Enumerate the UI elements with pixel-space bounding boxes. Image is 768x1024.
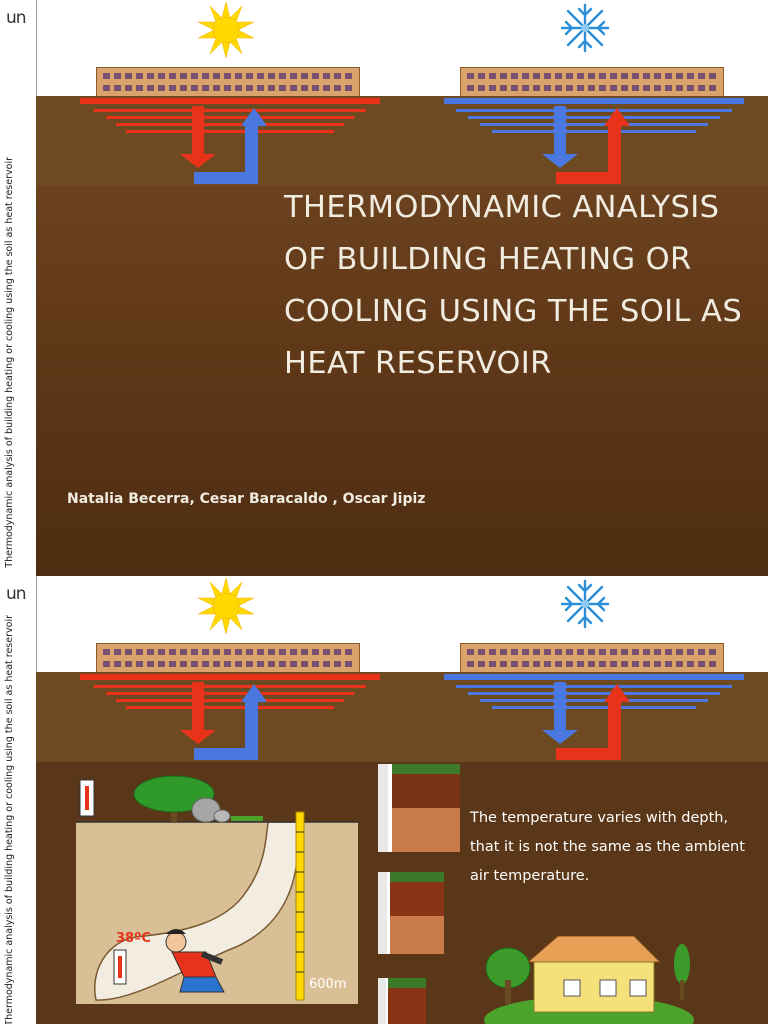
body-text: The temperature varies with depth, that …: [470, 810, 745, 884]
side-caption: Thermodynamic analysis of building heati…: [4, 157, 15, 568]
building-icon: [96, 67, 360, 99]
soil-profile-image: [378, 872, 444, 954]
thermometer-icon: [79, 779, 95, 817]
university-logo: un: [6, 584, 27, 604]
depth-label: 600m: [309, 977, 347, 992]
side-panel: un Thermodynamic analysis of building he…: [0, 0, 37, 576]
soil-profile-image: [378, 764, 460, 852]
university-logo: un: [6, 8, 27, 28]
sun-icon: [197, 577, 255, 635]
cave-temperature-label: 38ºC: [116, 931, 151, 946]
building-icon: [460, 643, 724, 675]
soil-background: [36, 186, 768, 576]
snowflake-icon: [560, 579, 610, 629]
slide-title: Thermodynamic analysis of building heati…: [284, 190, 743, 381]
title-slide: un Thermodynamic analysis of building he…: [0, 0, 768, 576]
heat-exchange-diagram: [80, 98, 744, 184]
sun-icon: [197, 1, 255, 59]
person-figure: [165, 929, 225, 993]
authors-line: Natalia Becerra, Cesar Baracaldo , Oscar…: [67, 491, 426, 507]
building-icon: [460, 67, 724, 99]
side-panel: un Thermodynamic analysis of building he…: [0, 576, 37, 1024]
house-icon: [484, 936, 694, 1024]
cave-illustration: [76, 772, 358, 1004]
snowflake-icon: [560, 3, 610, 53]
content-slide: un Thermodynamic analysis of building he…: [0, 576, 768, 1024]
soil-profile-image: [378, 978, 426, 1024]
side-caption: Thermodynamic analysis of building heati…: [4, 615, 15, 1024]
heat-exchange-diagram: [80, 674, 744, 760]
building-icon: [96, 643, 360, 675]
